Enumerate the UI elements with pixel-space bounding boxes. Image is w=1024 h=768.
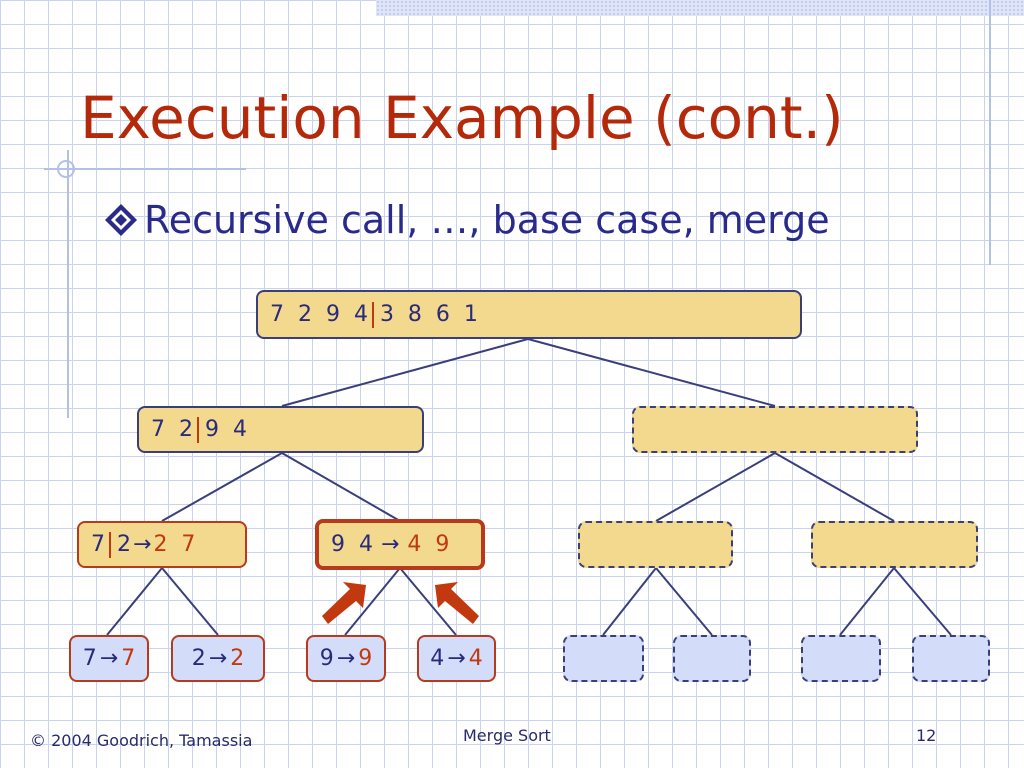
level2-node-d-pending (811, 521, 978, 568)
title-underline (44, 168, 246, 170)
root-node: 7 2 9 4 3 8 6 1 (256, 290, 802, 339)
level1-right-half: 9 4 (204, 417, 247, 442)
up-left-arrow-icon (435, 582, 479, 624)
slide-title: Execution Example (cont.) (80, 84, 844, 152)
leaf-2-input: 2 (191, 646, 206, 671)
leaf-1-input: 7 (82, 646, 97, 671)
leaf-4-result: 4 (468, 646, 483, 671)
edge-l1-b (281, 452, 401, 522)
split-bar (371, 301, 374, 328)
edge-l1-a (161, 452, 283, 522)
level2-a-right: 2 (117, 532, 131, 557)
level1-right-node-pending (632, 406, 918, 453)
leaf-node-7-pending (801, 635, 881, 682)
root-left-half: 7 2 9 4 (270, 302, 368, 327)
leaf-1-arrow: → (99, 646, 119, 671)
level2-a-result: 2 7 (153, 532, 196, 557)
up-right-arrow-icon (322, 582, 366, 624)
split-bar (196, 416, 199, 443)
edge-root-left (281, 338, 529, 407)
level2-node-c-pending (578, 521, 733, 568)
split-bar (109, 531, 111, 558)
leaf-node-8-pending (912, 635, 990, 682)
edge-r1-b (774, 452, 895, 522)
edge-c-leaf5 (602, 567, 657, 636)
bullet-text: Recursive call, …, base case, merge (144, 198, 830, 242)
edge-a-leaf1 (106, 567, 163, 636)
footer-copyright: © 2004 Goodrich, Tamassia (30, 731, 253, 750)
edge-root-right (527, 338, 776, 407)
edge-b-leaf3 (344, 567, 401, 636)
edge-b-leaf4 (399, 567, 457, 636)
left-decorative-line (67, 150, 69, 418)
leaf-node-5-pending (563, 635, 644, 682)
leaf-node-4: 4 → 4 (417, 635, 496, 682)
decorative-circle (57, 160, 75, 178)
leaf-node-1: 7 → 7 (69, 635, 149, 682)
leaf-2-arrow: → (208, 646, 228, 671)
leaf-3-input: 9 (319, 646, 334, 671)
leaf-node-3: 9 → 9 (306, 635, 386, 682)
level2-b-result: 4 9 (407, 532, 450, 557)
root-right-half: 3 8 6 1 (379, 302, 478, 327)
edge-c-leaf6 (655, 567, 713, 636)
level2-node-a: 7 2 → 2 7 (77, 521, 247, 568)
leaf-4-arrow: → (447, 646, 466, 671)
page-number: 12 (916, 726, 937, 745)
edge-d-leaf8 (893, 567, 952, 636)
top-decorative-band (376, 0, 1024, 16)
right-decorative-line (989, 0, 991, 265)
merge-arrow: → (380, 532, 400, 557)
level2-b-input: 9 4 (331, 532, 373, 557)
footer-title: Merge Sort (463, 726, 551, 745)
leaf-3-arrow: → (336, 646, 356, 671)
leaf-1-result: 7 (121, 646, 136, 671)
edge-d-leaf7 (839, 567, 895, 636)
leaf-node-6-pending (673, 635, 751, 682)
level1-left-half: 7 2 (151, 417, 193, 442)
leaf-node-2: 2 → 2 (171, 635, 265, 682)
diamond-bullet-icon (105, 204, 137, 236)
leaf-3-result: 9 (358, 646, 373, 671)
level2-a-left: 7 (91, 532, 105, 557)
leaf-2-result: 2 (230, 646, 245, 671)
merge-arrow: → (133, 532, 152, 557)
edge-a-leaf2 (161, 567, 219, 636)
edge-r1-a (655, 452, 776, 522)
leaf-4-input: 4 (430, 646, 445, 671)
level1-left-node: 7 2 9 4 (137, 406, 424, 453)
level2-node-b-active: 9 4 → 4 9 (315, 519, 485, 570)
